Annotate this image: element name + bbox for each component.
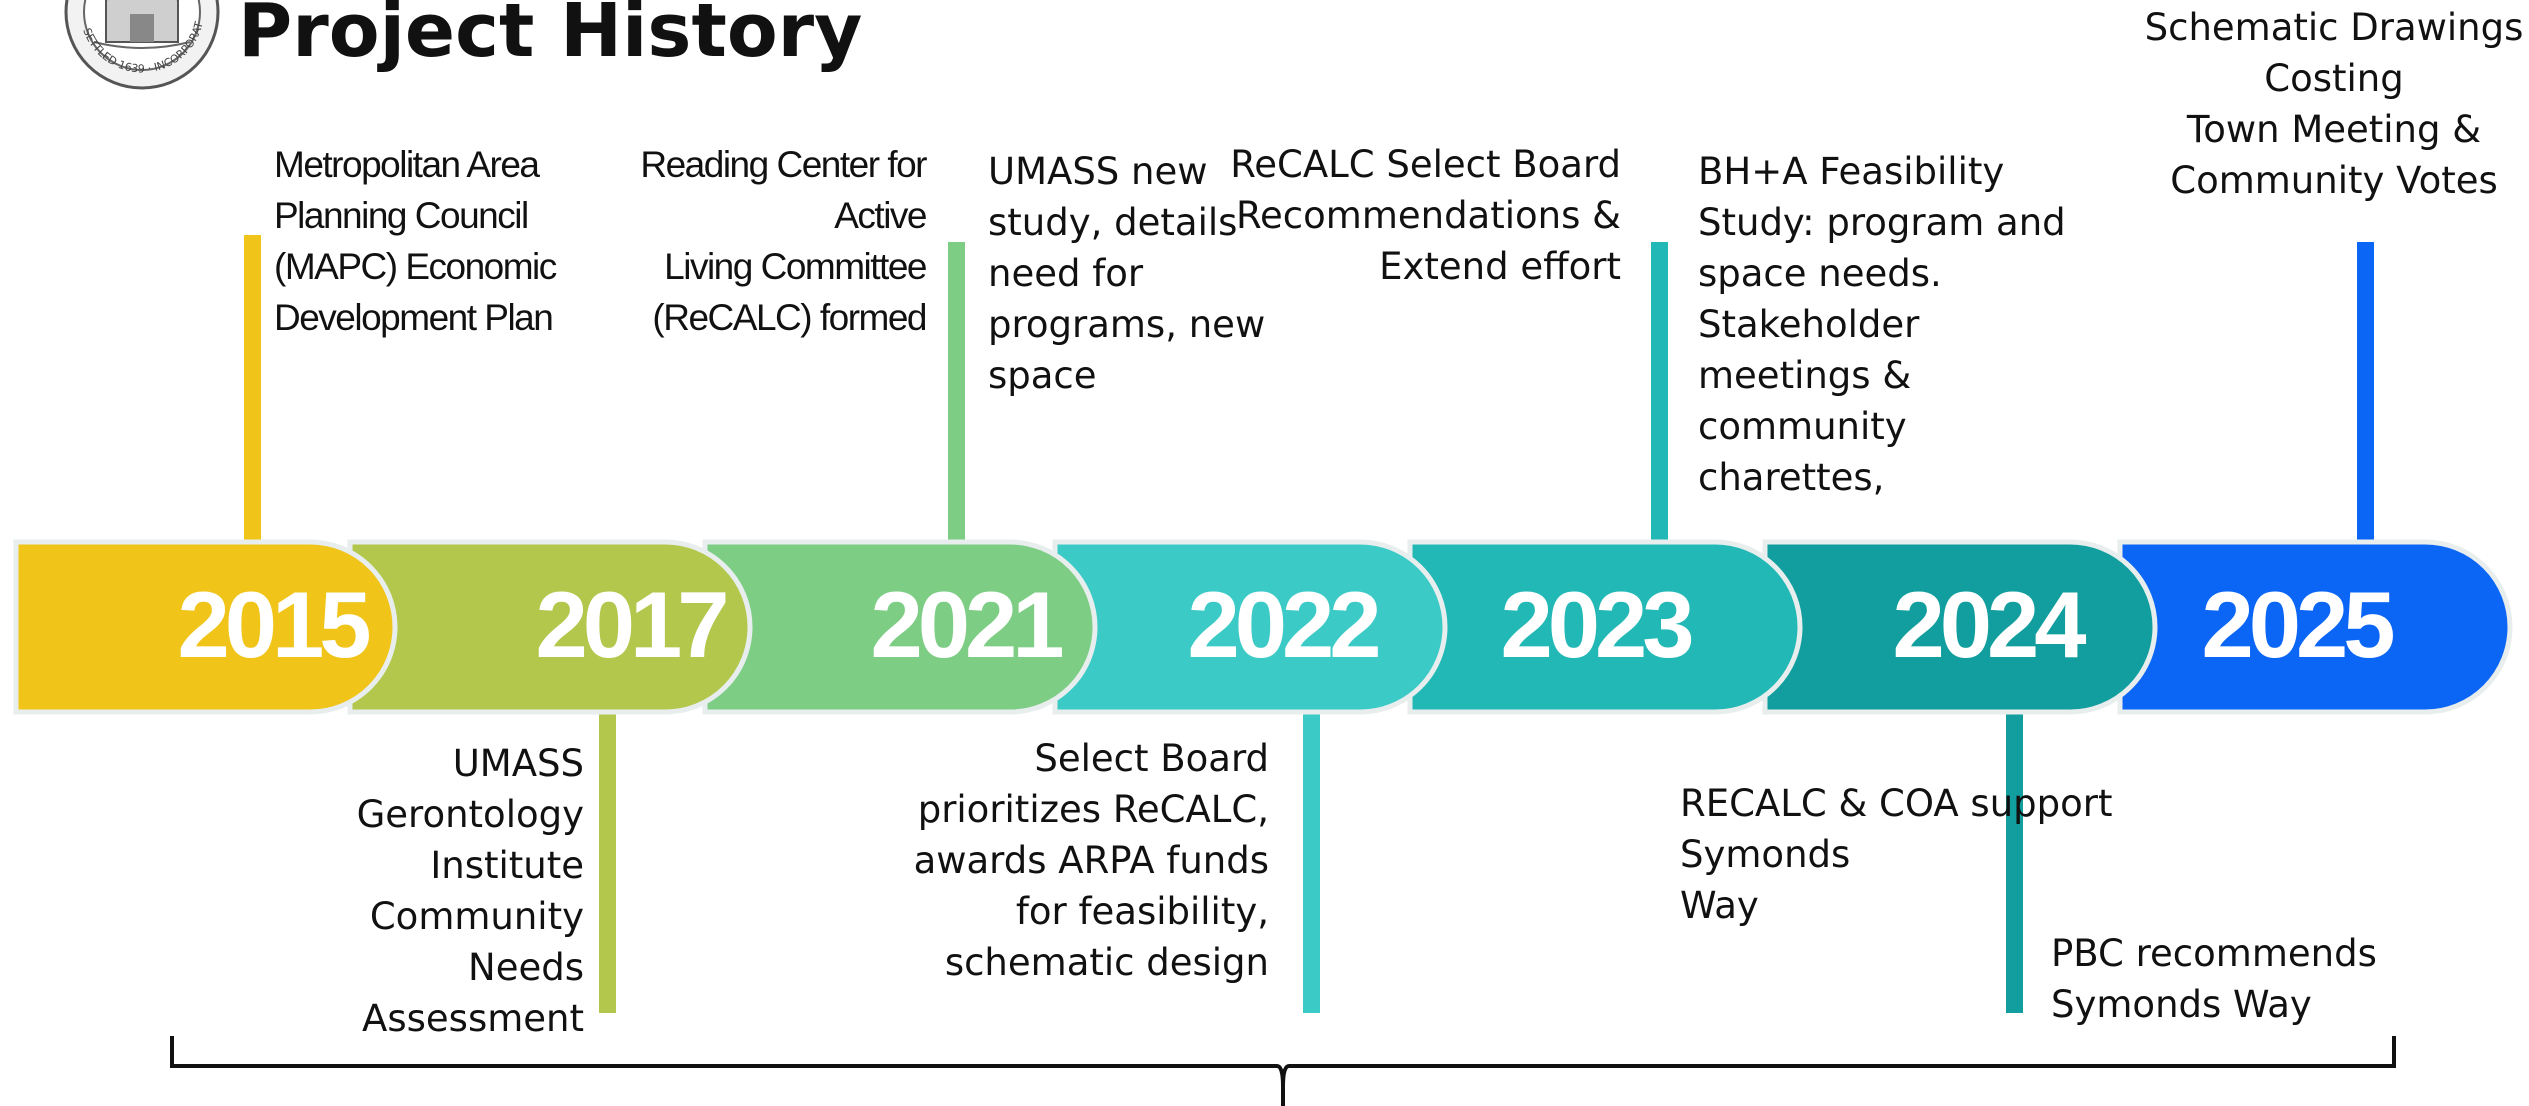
year-label-2017: 2017 (535, 572, 726, 677)
segment-2015 (13, 539, 398, 715)
event-2023-select-board-note: ReCALC Select Board Recommendations & Ex… (1230, 143, 1621, 288)
segment-2025 (2117, 539, 2513, 715)
event-2024-pbc-note: PBC recommends Symonds Way (2051, 932, 2377, 1026)
event-2023-feasibility-note: BH+A Feasibility Study: program and spac… (1698, 150, 2066, 499)
stem-2024 (2006, 700, 2023, 1013)
year-label-2022: 2022 (1187, 572, 1378, 677)
stem-2025 (2357, 242, 2374, 545)
event-2021-recalc-note: Reading Center for Active Living Committ… (640, 144, 927, 338)
bottom-brace (170, 1036, 2396, 1106)
event-2025-note: Schematic Drawings Costing Town Meeting … (2144, 6, 2524, 202)
segment-2023 (1407, 539, 1803, 715)
event-2015-note: Metropolitan Area Planning Council (MAPC… (274, 144, 557, 338)
segment-2022 (1052, 539, 1448, 715)
stem-2021 (948, 242, 965, 545)
event-2024-support-note: RECALC & COA support Symonds Way (1680, 782, 2113, 927)
event-2022-note: Select Board prioritizes ReCALC, awards … (913, 737, 1269, 984)
segment-2021 (702, 539, 1098, 715)
event-2021-umass-note: UMASS new study, details need for progra… (988, 150, 1266, 397)
year-label-2025: 2025 (2201, 572, 2393, 677)
segment-2024 (1762, 539, 2158, 715)
year-label-2024: 2024 (1892, 572, 2086, 677)
town-seal-logo: SETTLED 1639 · INCORPORATED 1644 (64, 0, 220, 90)
year-label-2023: 2023 (1500, 572, 1691, 677)
event-2017-note: UMASS Gerontology Institute Community Ne… (356, 742, 584, 1040)
year-label-2015: 2015 (177, 572, 369, 677)
year-label-2021: 2021 (870, 572, 1062, 677)
page-title: Project History (238, 0, 863, 74)
stem-2023 (1651, 242, 1668, 545)
stem-2017 (599, 700, 616, 1013)
stem-2015 (244, 235, 261, 545)
stem-2022 (1303, 700, 1320, 1013)
segment-2017 (347, 539, 753, 715)
